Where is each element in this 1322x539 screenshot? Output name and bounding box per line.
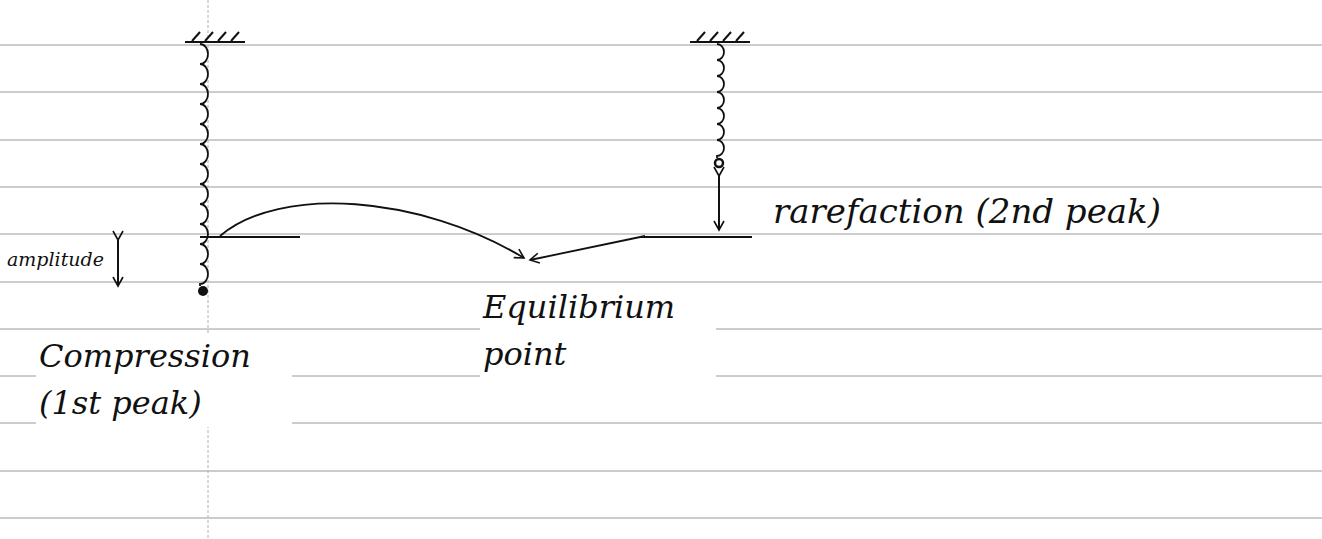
compression-label: Compression (1st peak) xyxy=(36,333,292,427)
ruled-line xyxy=(0,471,1322,472)
ceiling-hatch xyxy=(185,32,750,42)
amplitude-arrow xyxy=(117,240,119,286)
rarefaction-label: rarefaction (2nd peak) xyxy=(770,190,1164,232)
spring-coil xyxy=(717,44,724,158)
mass-dot xyxy=(715,159,723,167)
ruled-line xyxy=(0,282,1322,283)
pointer-line xyxy=(530,236,645,260)
ruled-lines xyxy=(0,45,1322,518)
pointer-line xyxy=(220,203,524,258)
ruled-line xyxy=(0,45,1322,46)
mass-dot xyxy=(198,286,208,296)
spring-coils xyxy=(200,44,724,286)
equilibrium-label: Equilibrium point xyxy=(480,284,716,378)
equilibrium-level xyxy=(200,236,300,238)
equilibrium-level xyxy=(640,236,752,238)
displacement-arrow xyxy=(718,176,720,230)
amplitude-label: amplitude xyxy=(4,247,107,271)
ruled-line xyxy=(0,92,1322,93)
spring-coil xyxy=(200,44,208,286)
ruled-line xyxy=(0,140,1322,141)
ruled-line xyxy=(0,187,1322,188)
ruled-line xyxy=(0,234,1322,235)
ruled-line xyxy=(0,518,1322,519)
